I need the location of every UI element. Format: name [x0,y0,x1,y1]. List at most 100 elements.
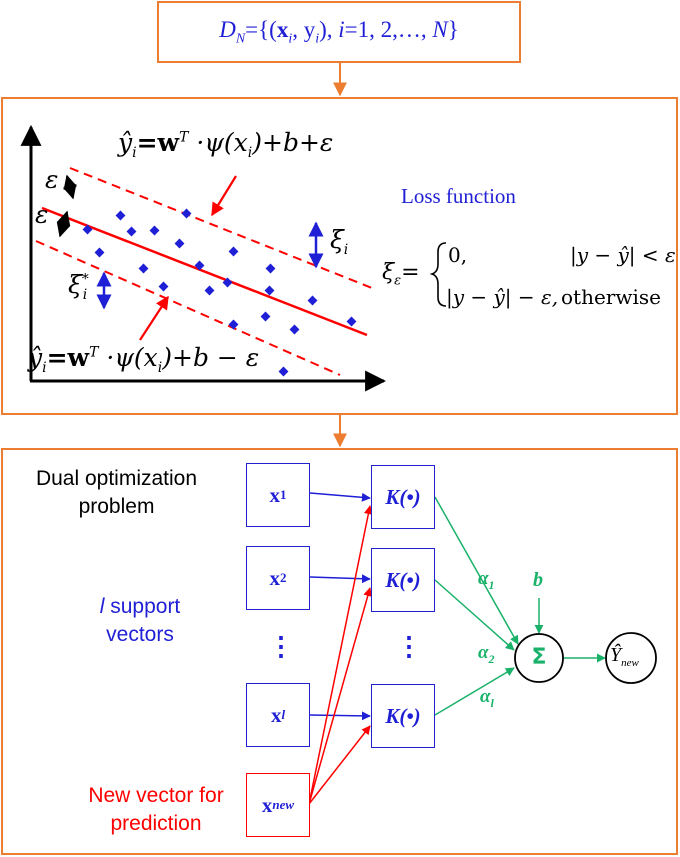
lower-equation: ŷi=wT ·ψ(xi)+b − ε [28,343,259,376]
scatter-point [289,324,300,335]
dataset-D: D [219,17,236,42]
xnew-label: x [261,792,273,817]
xl-label: x [270,702,282,727]
kernel-box-2: K(•) [371,548,435,612]
dataset-index-i: i [338,17,345,42]
lower-eq-yhat: ŷ [28,343,43,372]
kernel-2-label: K(•) [385,567,421,592]
scatter-point [115,210,126,221]
scatter-point [278,366,289,377]
lower-eq-w: =w [46,343,90,372]
upper-eq-tail: )+b+ε [252,128,334,157]
support-l: l [99,595,105,618]
dataset-y-sub: i [315,31,320,47]
kernel-1-label: K(•) [385,484,421,509]
dataset-eq: ={( [245,17,277,42]
eps-upper-label: ε [45,165,59,194]
scatter-point [264,285,275,296]
scatter-point [94,247,105,258]
support-vectors-line2: vectors [106,623,174,646]
scatter-point [174,238,185,249]
output-Y: Ŷ [610,644,622,666]
loss-brace [429,242,447,307]
dataset-N: N [432,17,448,42]
lower-eq-psi: ·ψ(x [98,343,158,372]
alpha1-label: α1 [478,568,495,593]
eps-lower-arrow [56,210,71,238]
dataset-N-sub: N [235,31,246,47]
dataset-end: } [447,17,459,42]
arrow-k2-sum [434,579,515,651]
scatter-point [222,277,233,288]
output-sub: new [621,657,639,669]
eps-upper-arrow [62,174,78,200]
k-dots: ⋮ [396,632,422,661]
output-label: Ŷnew [610,644,639,669]
upper-eq-pointer [211,175,237,217]
upper-eq-yhat: ŷ [118,128,133,157]
scatter-point [126,226,137,237]
scatter-points [82,208,357,377]
loss-case1-cond: |y − ŷ| < ε [570,243,676,267]
loss-xi: ξ [382,260,395,285]
arrow-xl-k3 [309,711,371,721]
new-vector-label: New vector for prediction [60,782,252,838]
lower-eq-yhat-sub: i [42,360,47,376]
dataset-comma-y: , y [292,17,316,42]
xl-sub: l [281,707,286,722]
dataset-close: ), [319,17,339,42]
scatter-point [181,208,192,219]
alpha1-symbol: α [478,568,489,589]
dataset-formula: DN={(xi, yi), i=1, 2,…, N} [159,17,519,48]
scatter-point [260,311,271,322]
scatter-point [82,224,93,235]
x1-sub: 1 [280,487,287,502]
sum-symbol: Σ [531,645,547,670]
kernel-box-3: K(•) [371,684,435,748]
kernel-box-1: K(•) [371,465,435,529]
dataset-box: DN={(xi, yi), i=1, 2,…, N} [157,1,521,63]
xi-label: ξi [330,225,348,258]
xi-star-sub: i [82,287,88,303]
upper-eq-yhat-sub: i [132,145,137,161]
loss-eq: = [401,260,420,285]
alphal-symbol: α [480,686,491,707]
loss-lhs: ξε= [382,260,420,288]
xi-star-sup: * [81,271,89,288]
alpha2-symbol: α [478,642,489,663]
regression-panel [1,97,678,415]
upper-eq-psi: ·ψ(x [188,128,248,157]
xi-sub: i [343,242,349,258]
scatter-point [204,285,215,296]
upper-eq-w: =w [136,128,180,157]
lower-eq-x-sub: i [157,360,163,376]
new-vector-line1: New vector for [88,784,224,807]
upper-equation: ŷi=wT ·ψ(xi)+b+ε [118,128,333,161]
support-vectors-line1: l support [60,593,220,621]
xi-symbol: ξ [330,225,344,254]
lower-eq-tail: )+b − ε [162,343,260,372]
scatter-point [228,246,239,257]
x2-label: x [269,565,281,590]
dataset-x: x [276,17,289,42]
loss-xi-sub: ε [394,273,402,289]
upper-margin-line [69,167,373,289]
arrow-k1-sum [434,496,519,645]
lower-margin-line [35,240,341,376]
upper-eq-T: T [179,129,189,146]
dual-title-line2: problem [78,495,155,518]
alphal-sub: l [490,695,494,710]
dataset-range: =1, 2,…, [344,17,433,42]
arrow-xnew-k3 [308,725,371,805]
x1-label: x [269,482,281,507]
scatter-point [158,281,169,292]
dual-title: Dual optimization problem [14,465,219,521]
scatter-point [149,225,160,236]
scatter-point [194,260,205,271]
arrow-xnew-k1 [308,505,373,805]
alpha1-sub: 1 [488,577,495,592]
output-node [605,632,657,684]
